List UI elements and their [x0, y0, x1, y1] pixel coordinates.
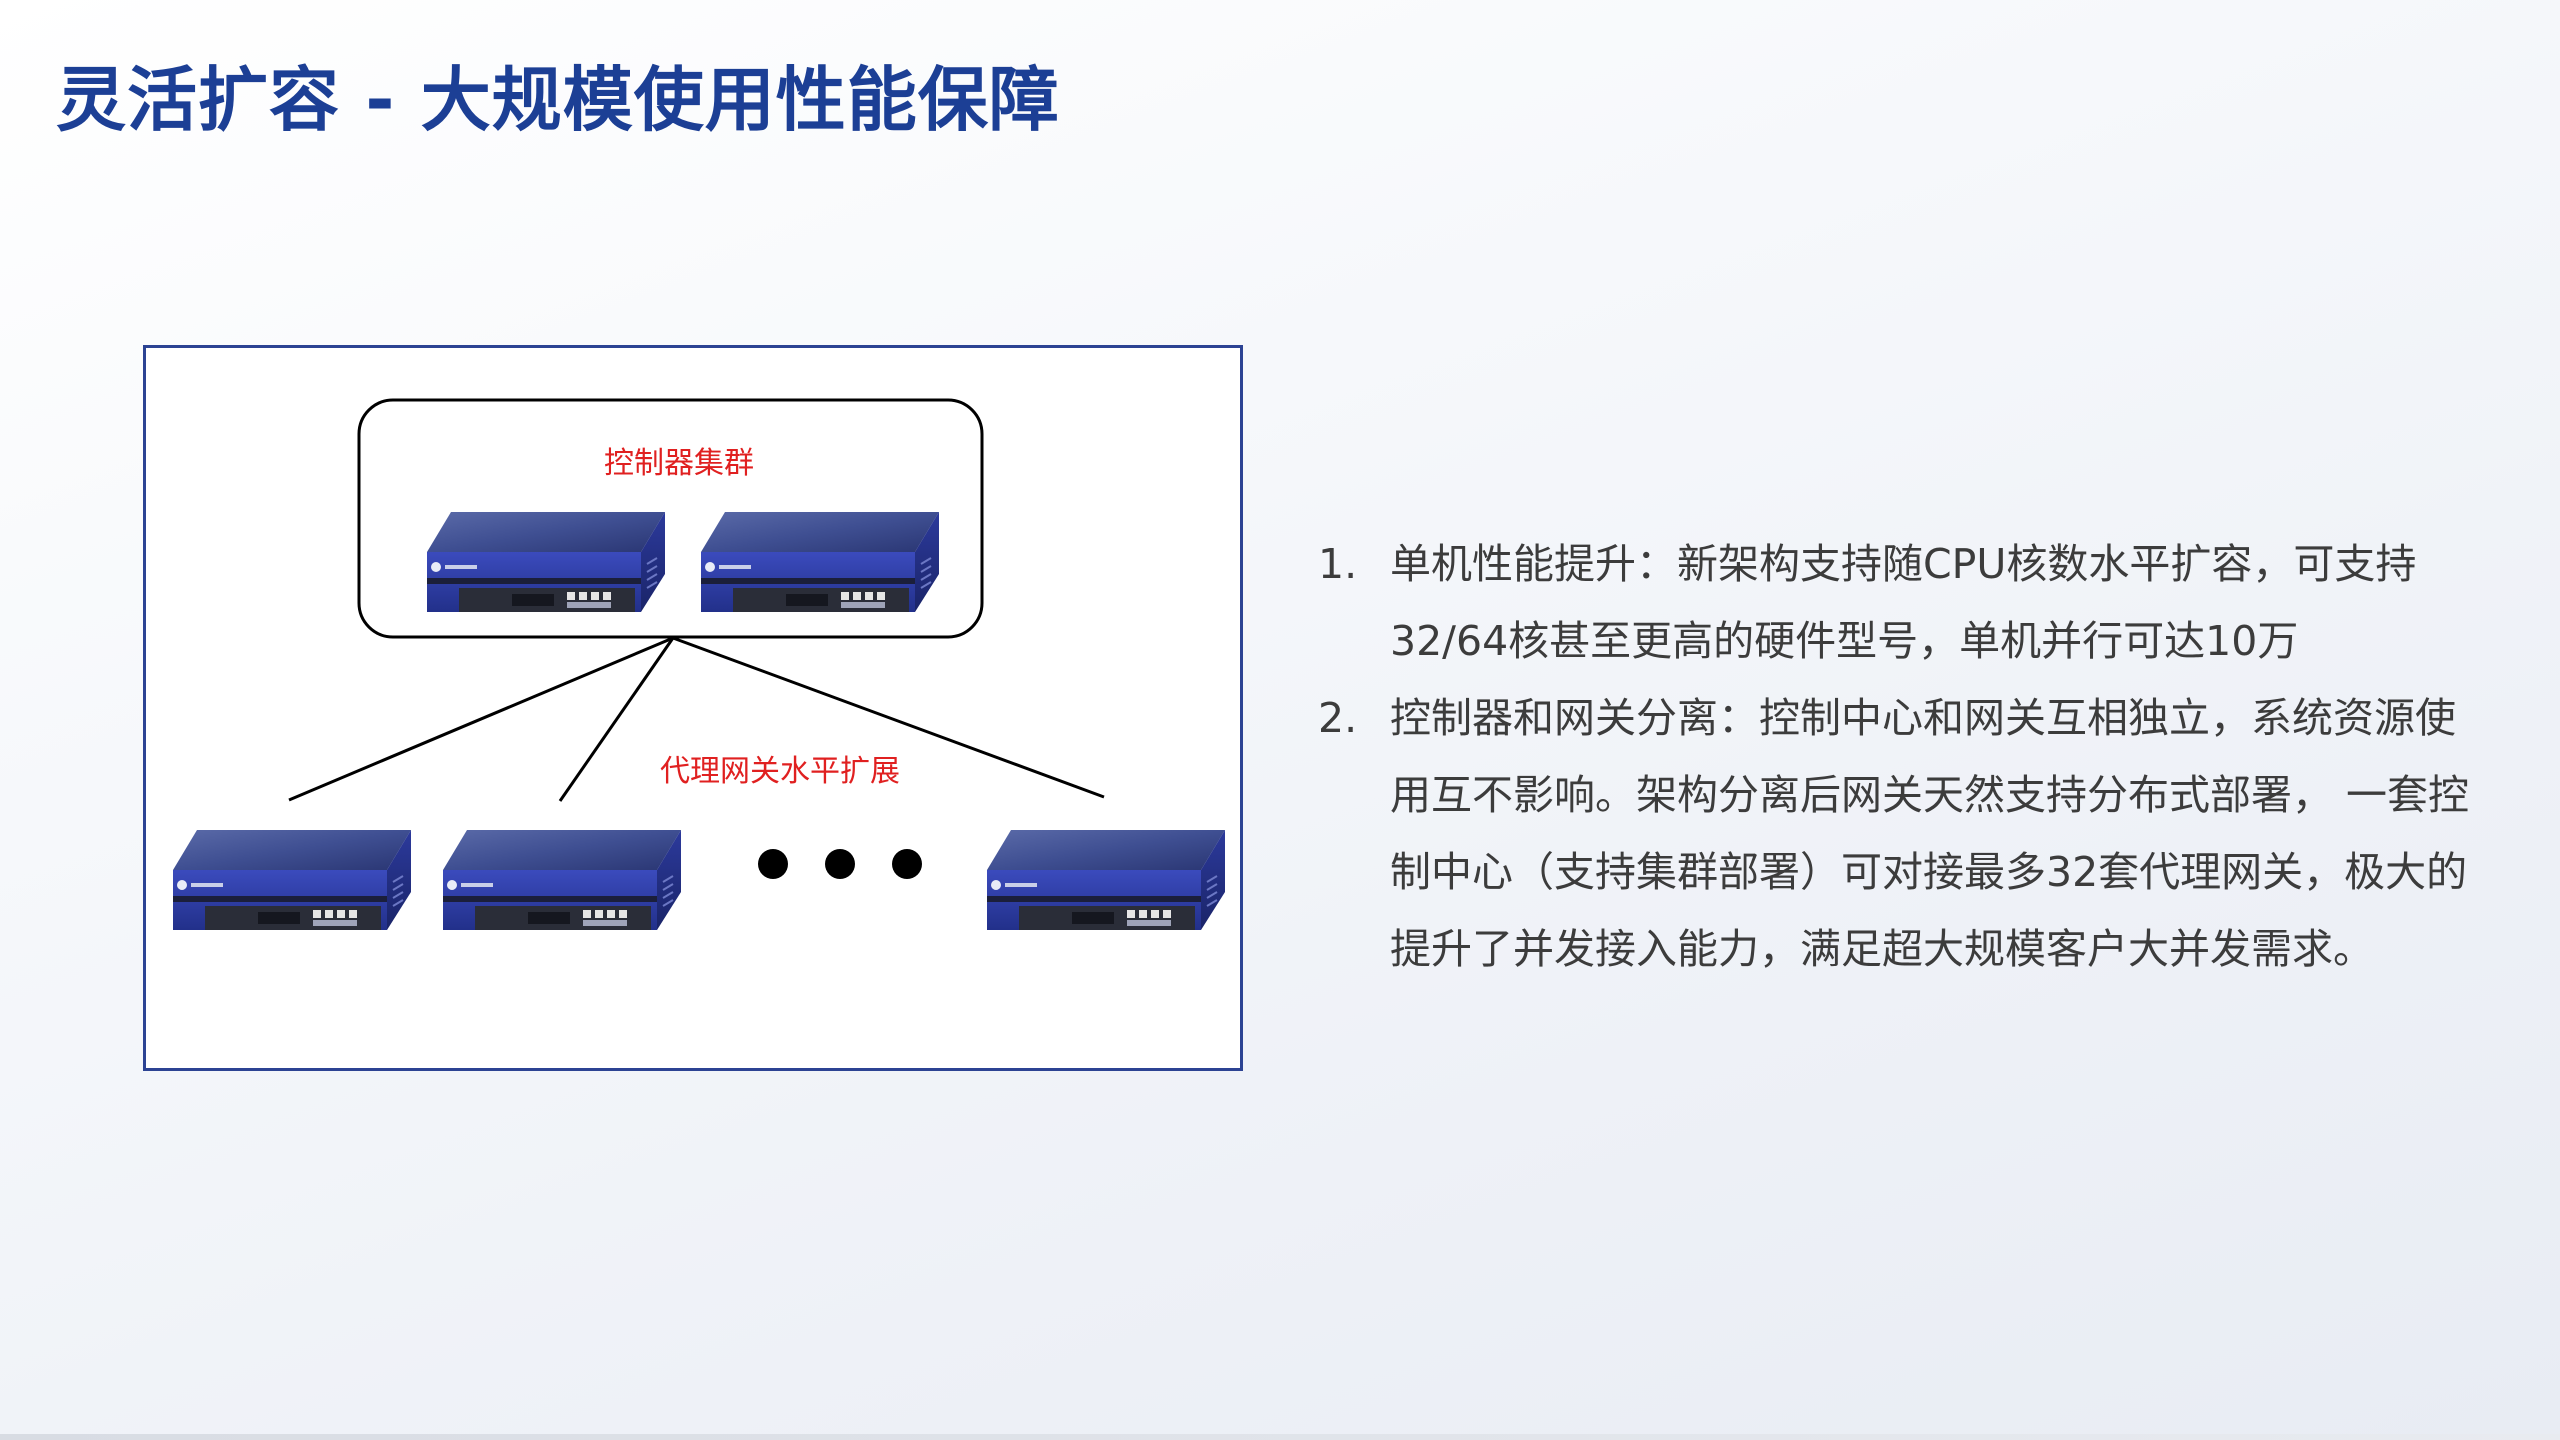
bottom-divider — [0, 1434, 2560, 1440]
architecture-diagram: 控制器集群 代理网关水平扩展 — [143, 345, 1243, 1071]
feature-number: 1. — [1318, 540, 1358, 588]
gateway-server-icon — [442, 829, 682, 931]
gateway-server-icon — [172, 829, 412, 931]
architecture-diagram-svg: 控制器集群 代理网关水平扩展 — [172, 398, 1226, 931]
controller-server-icon — [700, 511, 940, 613]
feature-number: 2. — [1318, 694, 1358, 742]
controller-server-icon — [426, 511, 666, 613]
gateway-server-icon — [986, 829, 1226, 931]
feature-list: 1. 单机性能提升：新架构支持随CPU核数水平扩容，可支持32/64核甚至更高的… — [1312, 526, 2492, 988]
feature-item-1: 1. 单机性能提升：新架构支持随CPU核数水平扩容，可支持32/64核甚至更高的… — [1312, 526, 2492, 680]
more-gateways-ellipsis-icon — [758, 849, 922, 879]
feature-text: 单机性能提升：新架构支持随CPU核数水平扩容，可支持32/64核甚至更高的硬件型… — [1390, 540, 2417, 665]
connection-lines — [288, 636, 1105, 802]
gateway-scaling-label: 代理网关水平扩展 — [660, 754, 900, 789]
feature-text: 控制器和网关分离：控制中心和网关互相独立，系统资源使用互不影响。架构分离后网关天… — [1390, 694, 2470, 973]
slide-title: 灵活扩容 - 大规模使用性能保障 — [56, 59, 1060, 141]
feature-item-2: 2. 控制器和网关分离：控制中心和网关互相独立，系统资源使用互不影响。架构分离后… — [1312, 680, 2492, 988]
controller-cluster-label: 控制器集群 — [604, 446, 754, 481]
